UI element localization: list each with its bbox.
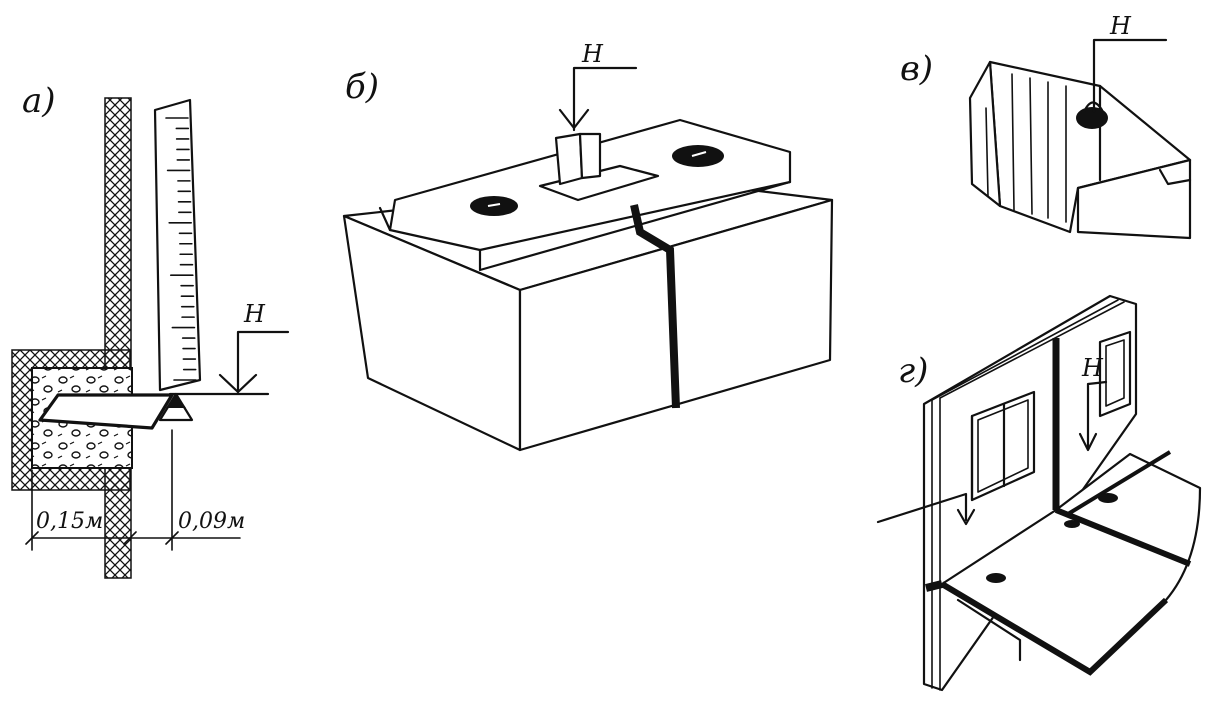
level-label-b: H bbox=[581, 40, 604, 68]
wall-block: H bbox=[968, 12, 1192, 240]
panel-a: а) H bbox=[11, 81, 290, 579]
level-marker-a: H bbox=[168, 300, 290, 396]
level-label-a: H bbox=[243, 300, 266, 328]
support-plate bbox=[38, 392, 194, 430]
wall-hatched bbox=[11, 97, 132, 579]
panel-b: б) H bbox=[342, 40, 834, 452]
dim-label-left: 0,15м bbox=[36, 509, 103, 534]
panel-g: г) bbox=[876, 294, 1202, 692]
level-label-g: H bbox=[1081, 354, 1104, 382]
level-bracket-b: H bbox=[538, 40, 660, 202]
dim-label-right: 0,09м bbox=[178, 509, 245, 534]
panel-b-label: б) bbox=[345, 67, 379, 107]
panel-v-label: в) bbox=[900, 49, 933, 89]
panel-v: в) H bbox=[900, 12, 1192, 240]
panel-g-label: г) bbox=[898, 351, 928, 391]
measuring-rod bbox=[153, 98, 202, 392]
wall-panel-assembly: H bbox=[876, 294, 1202, 692]
level-label-v: H bbox=[1109, 12, 1132, 40]
dimension-lines: 0,15м 0,09м bbox=[25, 429, 245, 551]
panel-a-label: а) bbox=[22, 81, 56, 121]
